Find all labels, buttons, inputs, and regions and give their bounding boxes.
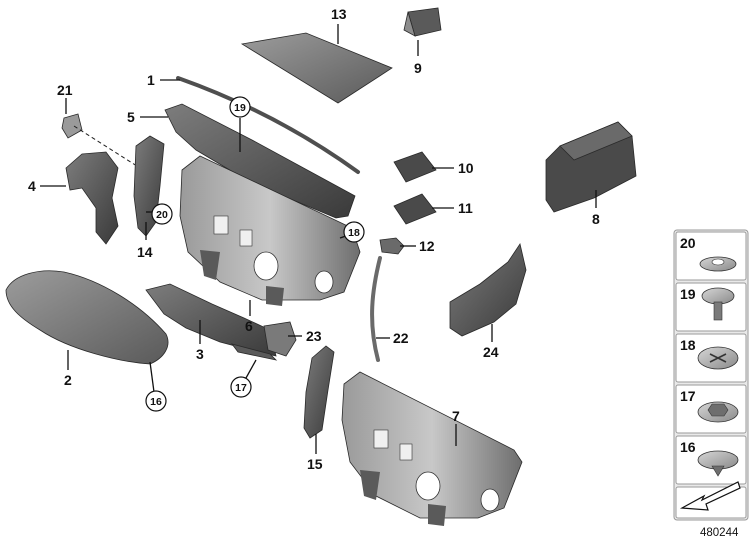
leader-16 <box>149 361 155 393</box>
part-13-hood-insulation <box>240 32 393 104</box>
label-21: 21 <box>57 82 73 98</box>
label-16: 16 <box>150 396 162 408</box>
label-24: 24 <box>483 344 499 360</box>
legend-label-20: 20 <box>680 235 696 251</box>
part-2-floor-pad <box>5 270 169 365</box>
label-8: 8 <box>592 211 600 227</box>
label-1: 1 <box>147 72 155 88</box>
direction-arrow-icon <box>679 481 741 511</box>
label-14: 14 <box>137 244 153 260</box>
label-22: 22 <box>393 330 409 346</box>
label-13: 13 <box>331 6 347 22</box>
part-7-bulkhead <box>341 371 523 526</box>
circle-19 <box>229 96 251 118</box>
document-number: 480244 <box>700 527 739 539</box>
label-12: 12 <box>419 238 435 254</box>
part-23-bracket <box>263 321 297 357</box>
circle-17 <box>230 376 252 398</box>
label-10: 10 <box>458 160 474 176</box>
part-4-side-insulation <box>65 151 119 245</box>
label-23: 23 <box>306 328 322 344</box>
label-11: 11 <box>458 200 473 216</box>
label-19: 19 <box>234 102 246 114</box>
fastener-legend: 20 19 18 17 16 <box>673 229 749 521</box>
label-17: 17 <box>235 382 247 394</box>
legend-arrow-cell <box>675 486 747 519</box>
part-22-rod <box>370 256 382 362</box>
circle-20 <box>151 203 173 225</box>
label-4: 4 <box>28 178 36 194</box>
legend-label-18: 18 <box>680 337 696 353</box>
fastener-16-icon <box>697 450 739 477</box>
label-6: 6 <box>245 318 253 334</box>
label-2: 2 <box>64 372 72 388</box>
leader-17 <box>245 359 257 379</box>
part-24-arch-insulation <box>449 243 527 337</box>
legend-label-19: 19 <box>680 286 696 302</box>
part-21-dashed-line <box>73 125 141 169</box>
fastener-18-icon <box>697 346 739 370</box>
part-5-cowl-cover <box>164 103 356 219</box>
label-18: 18 <box>348 227 360 239</box>
fastener-19-icon <box>701 287 735 321</box>
fastener-17-icon <box>697 401 739 423</box>
label-9: 9 <box>414 60 422 76</box>
part-8-block-pad <box>545 121 637 213</box>
part-11-pad <box>393 193 437 225</box>
legend-label-17: 17 <box>680 388 696 404</box>
part-15-pillar-trim <box>303 345 335 439</box>
circle-16 <box>145 390 167 412</box>
label-3: 3 <box>196 346 204 362</box>
label-15: 15 <box>307 456 323 472</box>
label-7: 7 <box>452 408 460 424</box>
part-1-seal-strip <box>176 76 360 174</box>
legend-label-16: 16 <box>680 439 696 455</box>
part-21-cap <box>61 113 83 139</box>
part-9-block <box>403 7 442 37</box>
label-5: 5 <box>127 109 135 125</box>
part-10-pad <box>393 151 437 183</box>
part-12-clip <box>379 237 405 255</box>
part-17-strip <box>230 343 278 361</box>
part-6-bulkhead-insulation <box>179 155 361 306</box>
part-3-lower-strip <box>145 283 277 357</box>
label-20: 20 <box>156 209 168 221</box>
circle-18 <box>343 221 365 243</box>
